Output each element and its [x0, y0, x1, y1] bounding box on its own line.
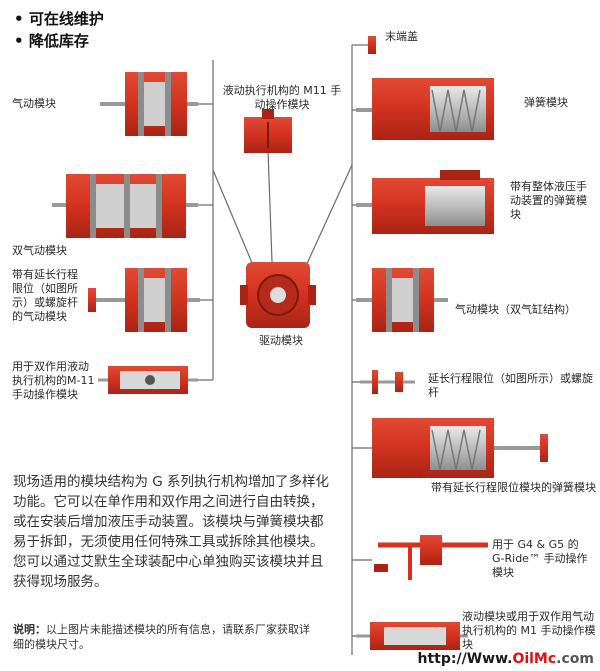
extended-stroke-limit-image [360, 370, 415, 394]
pneumatic-module-image [100, 72, 198, 136]
label-m11-manual: 液动执行机构的 M11 手动操作模块 [222, 84, 342, 111]
spring-extended-stroke-image [372, 418, 548, 478]
watermark-suffix: .com [556, 651, 594, 667]
watermark-www: Www. [466, 651, 513, 667]
label-double-acting-hydraulic: 用于双作用液动执行机构的M-11手动操作模块 [12, 360, 95, 401]
m11-manual-module-image [244, 109, 292, 153]
label-spring-module: 弹簧模块 [524, 96, 568, 109]
description-paragraph: 现场适用的模块结构为 G 系列执行机构增加了多样化功能。它可以在单作用和双作用之… [13, 474, 330, 590]
label-extended-stroke-right: 延长行程限位（如图所示）或螺旋杆 [428, 372, 593, 399]
double-pneumatic-module-image [52, 174, 198, 238]
label-pneumatic-dual: 气动模块（双气缸结构） [455, 303, 576, 316]
note: 说明：以上图片未能描述模块的所有信息，请联系厂家获取详细的模块尺寸。 [13, 622, 313, 652]
end-cap-image [368, 36, 376, 54]
hydraulic-m1-module-image [356, 622, 468, 650]
integral-hydraulic-spring-module-image [356, 170, 494, 234]
connector-lines [186, 44, 372, 655]
watermark-prefix: http:// [417, 651, 467, 667]
label-double-pneumatic-module: 双气动模块 [12, 244, 67, 257]
note-text: 以上图片未能描述模块的所有信息，请联系厂家获取详细的模块尺寸。 [13, 623, 310, 651]
feature-bullets: 可在线维护 降低库存 [14, 8, 104, 52]
hydraulic-m11-left-image [98, 366, 198, 394]
note-prefix: 说明： [13, 623, 46, 636]
bullet-online-maintenance: 可在线维护 [14, 8, 104, 30]
label-g-ride: 用于 G4 & G5 的 G-Ride™ 手动操作模块 [492, 538, 588, 579]
label-end-cap: 末端盖 [385, 30, 418, 43]
label-drive-module: 驱动模块 [259, 334, 303, 347]
bullet-reduce-inventory: 降低库存 [14, 30, 104, 52]
label-spring-extended: 带有延长行程限位模块的弹簧模块 [431, 481, 596, 494]
label-integral-hydraulic: 带有整体液压手动装置的弹簧模块 [510, 180, 587, 221]
label-pneumatic-module: 气动模块 [12, 97, 56, 110]
drive-module-image [240, 262, 316, 328]
watermark: http://Www.OilMc.com [418, 651, 595, 667]
pneumatic-dual-cylinder-image [356, 268, 448, 332]
extended-stroke-pneumatic-image [88, 268, 200, 332]
spring-module-image [356, 78, 494, 140]
watermark-brand: OilMc [512, 651, 557, 667]
label-extended-stroke-left: 带有延长行程限位（如图所示）或螺旋杆的气动模块 [12, 268, 78, 323]
g-ride-manual-module-image [374, 535, 488, 580]
label-hydraulic-m1: 液动模块或用于双作用气动执行机构的 M1 手动操作模块 [462, 610, 596, 651]
